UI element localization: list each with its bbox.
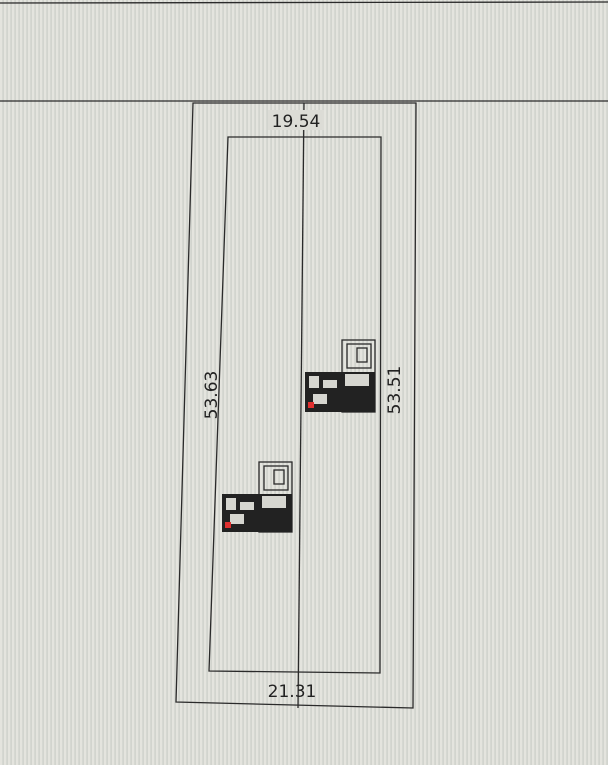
building-marker [225,522,231,528]
building-2 [222,461,293,533]
plot-divider-line [297,102,305,709]
dimension-left: 53.63 [202,371,222,420]
dimension-right: 53.51 [385,366,405,415]
setback-boundary [208,136,382,674]
building-marker [308,402,314,408]
top-edge-line [0,1,608,4]
top-label-bg [268,110,324,130]
plot-boundary [175,102,417,709]
dimension-top: 19.54 [272,112,321,132]
dimension-bottom: 21.31 [268,682,317,702]
building-1 [305,339,376,413]
